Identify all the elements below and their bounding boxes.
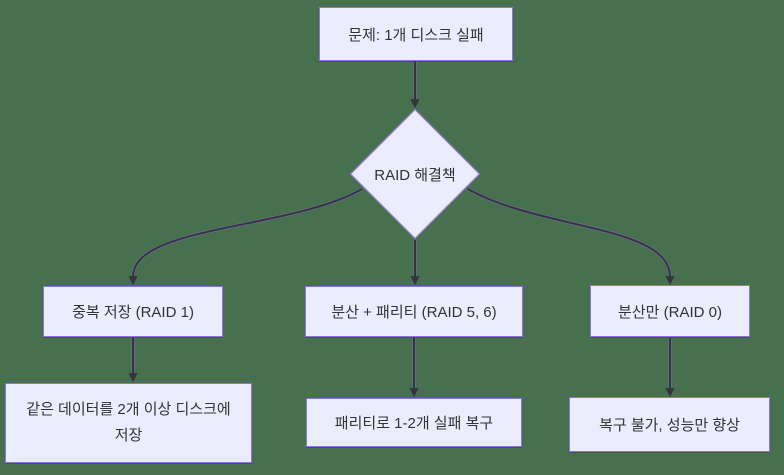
node-raid0-label: 분산만 (RAID 0): [618, 303, 722, 321]
node-decision-label: RAID 해결책: [374, 166, 456, 184]
edge-decision-raid1: [128, 188, 363, 286]
node-raid56-detail-label: 패리티로 1-2개 실패 복구: [334, 415, 494, 432]
node-problem: 문제: 1개 디스크 실패: [319, 7, 513, 61]
node-raid56-label: 분산 + 패리티 (RAID 5, 6): [331, 304, 497, 321]
node-problem-label: 문제: 1개 디스크 실패: [348, 26, 484, 44]
node-raid1-label: 중복 저장 (RAID 1): [72, 304, 194, 321]
edge-decision-raid0: [467, 188, 675, 286]
node-raid1-detail-label: 같은 데이터를 2개 이상 디스크에 저장: [26, 400, 231, 444]
node-raid0-detail-label: 복구 불가, 성능만 향상: [599, 417, 740, 434]
node-raid56: 분산 + 패리티 (RAID 5, 6): [305, 286, 523, 337]
node-raid1-detail: 같은 데이터를 2개 이상 디스크에 저장: [5, 383, 252, 463]
node-raid1: 중복 저장 (RAID 1): [43, 286, 223, 337]
edge-lines: [128, 61, 675, 398]
node-raid56-detail: 패리티로 1-2개 실패 복구: [306, 398, 522, 447]
node-raid0: 분산만 (RAID 0): [590, 285, 750, 337]
node-raid0-detail: 복구 불가, 성능만 향상: [569, 397, 770, 452]
